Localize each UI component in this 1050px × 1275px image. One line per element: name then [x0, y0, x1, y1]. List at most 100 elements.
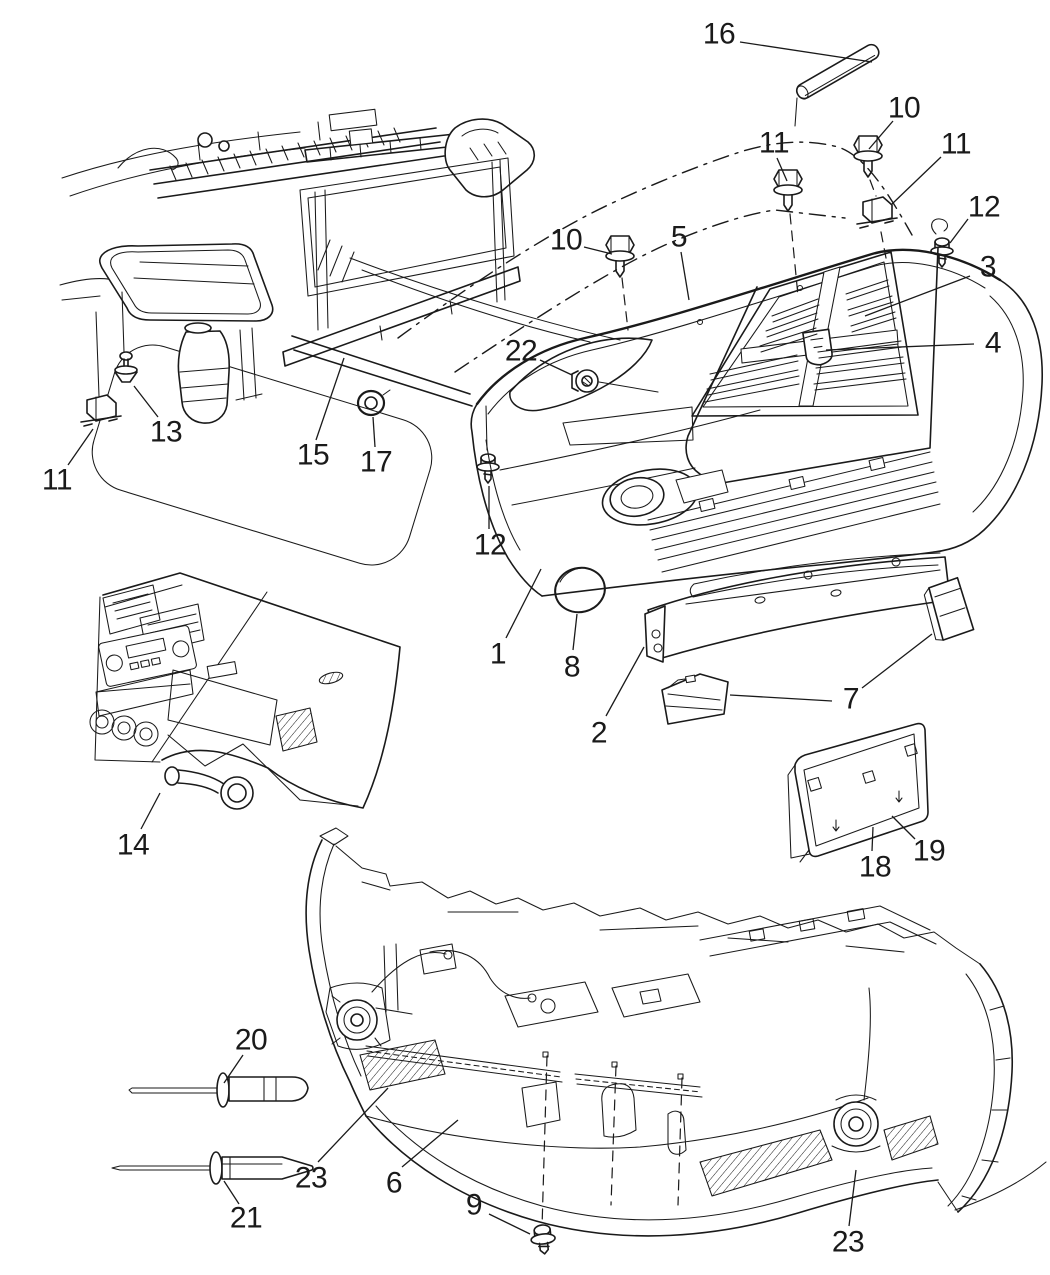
- callout-7-18: 7: [729, 633, 933, 716]
- callout-label-9: 9: [466, 1189, 482, 1222]
- callout-14-19: 14: [117, 792, 161, 862]
- callout-13-10: 13: [133, 385, 183, 449]
- callout-leader-line: [825, 343, 975, 351]
- callout-9-26: 9: [466, 1189, 531, 1235]
- fog-lamp-opening-drawing: [601, 468, 729, 526]
- callout-10-1: 10: [868, 92, 921, 150]
- bolt-11-center: [773, 169, 803, 212]
- callout-19-21: 19: [891, 815, 946, 868]
- washer-reservoir-drawing: [177, 322, 263, 424]
- bracket-7-right: [923, 576, 975, 641]
- callout-leader-line: [868, 120, 894, 150]
- license-plate-bracket-drawing: [787, 722, 929, 863]
- callout-label-14: 14: [117, 829, 149, 862]
- callout-label-22: 22: [505, 335, 537, 368]
- grille-drawing: [691, 251, 919, 417]
- callout-label-17: 17: [360, 446, 392, 479]
- callout-11-3: 11: [891, 128, 972, 205]
- callout-leader-line: [67, 428, 94, 466]
- rivet-21-drawing: [111, 1151, 314, 1185]
- callout-12-4: 12: [949, 191, 1001, 244]
- clip-fastener-11-right: [856, 196, 898, 229]
- callout-11-13: 11: [42, 428, 94, 497]
- callout-21-23: 21: [223, 1180, 263, 1235]
- callout-label-12: 12: [968, 191, 1000, 224]
- callout-17-12: 17: [360, 416, 393, 479]
- callout-5-6: 5: [671, 221, 690, 301]
- callout-label-4: 4: [985, 327, 1001, 360]
- callout-leader-line: [133, 385, 159, 418]
- callout-label-19: 19: [913, 835, 945, 868]
- radio-drawing: [98, 625, 197, 687]
- callout-leader-line: [864, 275, 971, 317]
- callout-leader-line: [372, 416, 376, 448]
- callout-8-16: 8: [564, 613, 581, 684]
- callout-label-13: 13: [150, 416, 182, 449]
- callout-label-10: 10: [888, 92, 920, 125]
- screw-9: [530, 1224, 556, 1255]
- fog-lamp-left-rear-drawing: [325, 982, 391, 1050]
- callout-leader-line: [776, 157, 788, 182]
- grommet-17: [356, 389, 391, 417]
- callout-4-8: 4: [825, 327, 1002, 360]
- callout-11-2: 11: [759, 127, 790, 182]
- callout-leader-line: [583, 246, 613, 255]
- callout-leader-line: [539, 359, 573, 376]
- callout-label-2: 2: [591, 717, 607, 750]
- callout-leader-line: [861, 633, 933, 689]
- push-pin-fastener-13: [114, 291, 138, 383]
- callout-leader-line: [891, 815, 916, 840]
- callout-23-27: 23: [832, 1169, 865, 1259]
- fasteners-top: [476, 135, 954, 484]
- engine-drawing: [117, 108, 445, 199]
- callout-label-23: 23: [832, 1226, 864, 1259]
- impact-bar-drawing: [644, 552, 975, 725]
- molding-16-drawing: [795, 43, 880, 100]
- callout-leader-line: [572, 613, 578, 651]
- callout-label-11: 11: [42, 464, 72, 497]
- callout-leader-line: [739, 41, 873, 63]
- rivet-20-drawing: [128, 1072, 309, 1108]
- callout-leader-line: [223, 1180, 240, 1205]
- callout-leader-line: [891, 156, 942, 205]
- callout-2-17: 2: [591, 646, 645, 750]
- callout-leader-line: [401, 1119, 459, 1168]
- bolt-10-left: [605, 235, 635, 278]
- callout-leader-line: [605, 646, 645, 717]
- instrument-panel-drawing: [89, 572, 401, 810]
- brand-badge-icon: [802, 328, 833, 366]
- bracket-7-left: [661, 673, 729, 725]
- fog-lamp-right-rear-drawing: [831, 987, 881, 1153]
- callout-label-18: 18: [859, 851, 891, 884]
- clip-fastener-11-left: [80, 311, 122, 427]
- callout-3-7: 3: [864, 251, 997, 317]
- callout-label-3: 3: [980, 251, 996, 284]
- callout-22-9: 22: [505, 335, 573, 376]
- callout-label-5: 5: [671, 221, 687, 254]
- callout-10-5: 10: [550, 224, 613, 257]
- callout-18-20: 18: [859, 826, 892, 884]
- lower-grille-drawing: [647, 451, 941, 573]
- callout-leader-line: [140, 792, 161, 830]
- callout-leader-line: [680, 251, 690, 301]
- bolt-10-right: [853, 135, 883, 178]
- callout-label-11: 11: [759, 127, 789, 160]
- callout-label-11: 11: [941, 128, 971, 161]
- callout-12-14: 12: [474, 486, 507, 562]
- callout-1-15: 1: [490, 568, 542, 671]
- callout-15-11: 15: [297, 357, 345, 472]
- oval-plug-8-drawing: [554, 566, 606, 614]
- callout-20-22: 20: [223, 1024, 268, 1084]
- callout-6-25: 6: [386, 1119, 459, 1200]
- callout-label-1: 1: [490, 638, 506, 671]
- callout-label-16: 16: [703, 18, 735, 51]
- callout-16-0: 16: [703, 18, 873, 63]
- callout-label-10: 10: [550, 224, 582, 257]
- callout-label-12: 12: [474, 529, 506, 562]
- callout-leader-line: [729, 694, 833, 702]
- callout-label-21: 21: [230, 1202, 262, 1235]
- radiator-support-drawing: [282, 118, 621, 407]
- lower-fascia-rear-view-drawing: [305, 827, 1047, 1255]
